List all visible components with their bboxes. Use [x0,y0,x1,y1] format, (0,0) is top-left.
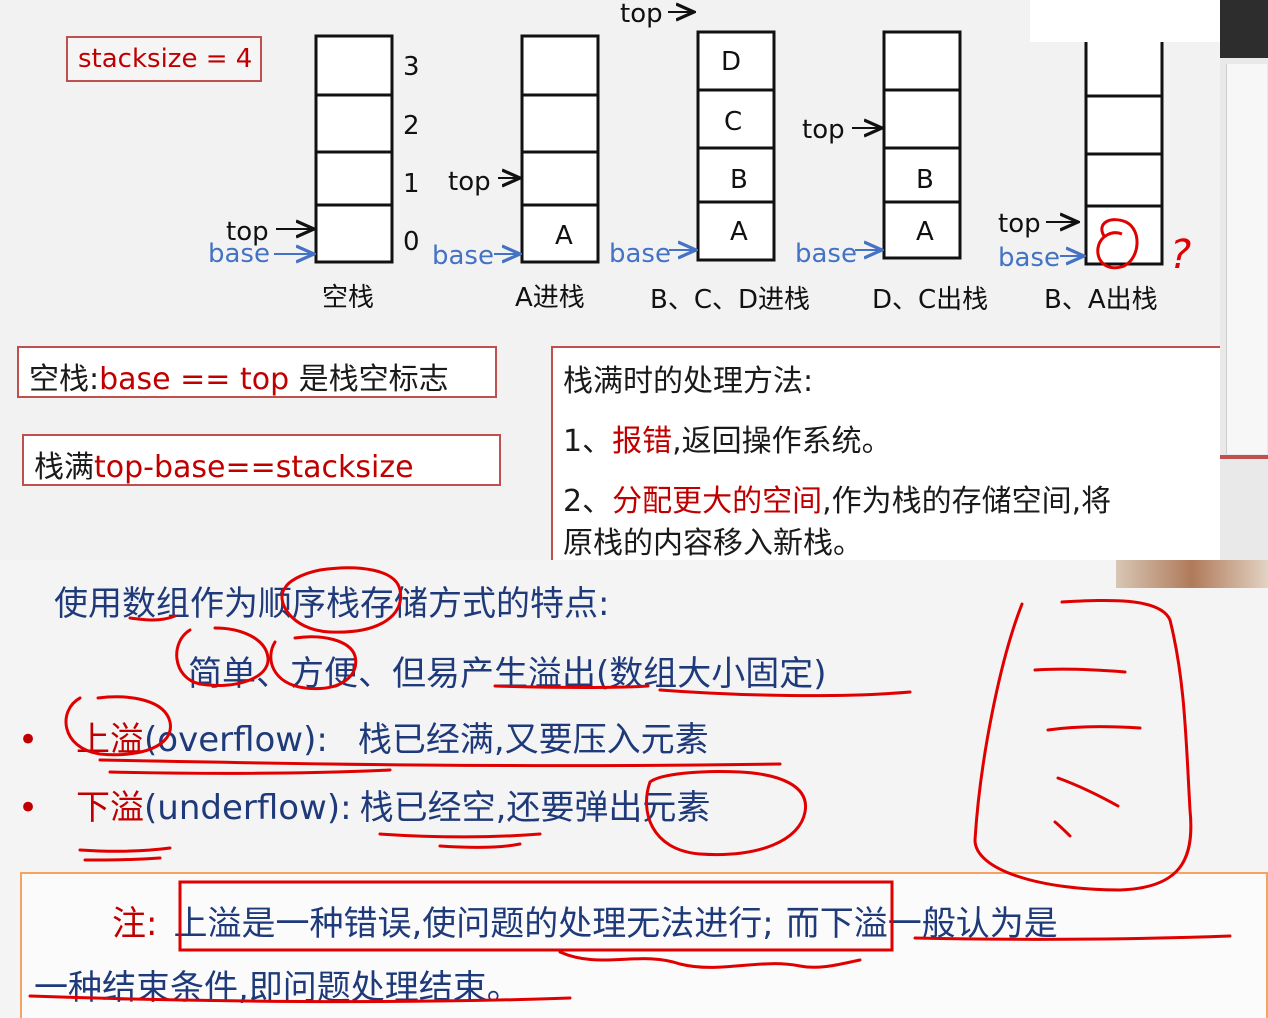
annotation-question-mark: ? [1170,232,1191,278]
bullet-dot-1: • [18,720,39,760]
ink-dash-3 [1056,776,1120,808]
ink-dash-1 [1033,667,1127,674]
top-label-dc: top [802,115,845,145]
top-label-empty: top [226,217,269,247]
ink-underline-underflow-term2 [83,856,162,862]
cell-a3: A [916,217,934,247]
top-label-ba: top [998,209,1041,239]
full-expr: top-base==stacksize [94,450,414,485]
index-3: 3 [403,52,420,82]
ink-box-note [178,880,894,952]
ink-underline-empty [378,832,542,839]
ink-circle-stack [280,566,403,634]
overflow-en: (overflow): [144,720,328,760]
item2-rest: ,作为栈的存储空间,将 [822,484,1112,519]
ink-underline-overflow-line2 [108,768,392,775]
bottom-heading: 使用数组作为顺序栈存储方式的特点: [54,584,610,624]
stacksize-label: stacksize = 4 [78,44,253,74]
ink-underline-note-line2 [28,994,572,1004]
overflow-title: 栈满时的处理方法: [563,364,814,399]
index-2: 2 [403,111,420,141]
item2-line2: 原栈的内容移入新栈。 [563,526,863,561]
ink-circle-pop-element [645,770,807,857]
empty-expr: base == top [99,362,290,397]
cell-b: B [730,165,748,195]
caption-empty: 空栈 [322,283,374,313]
base-label-empty: base [208,239,270,269]
ink-dash-4 [1053,820,1072,838]
caption-dc-pop: D、C出栈 [872,285,988,315]
annotation-circle-base [1096,218,1139,270]
handwritten-annotations [28,566,1232,1004]
item2-red: 分配更大的空间 [612,484,823,519]
cell-c: C [724,107,742,137]
stack-ba-pop [1084,38,1164,266]
ink-heading-underline-1 [128,614,177,622]
overflow-desc: 栈已经满,又要压入元素 [357,720,709,760]
side-window-strip [1220,0,1268,590]
index-0: 0 [403,227,420,257]
base-label-a: base [432,241,494,271]
item1-rest: ,返回操作系统。 [672,424,892,459]
cell-b2: B [916,165,934,195]
ink-circle-overflow [64,695,172,757]
underflow-term: 下溢 [76,788,144,828]
ink-circle-simple [175,626,270,688]
empty-prefix: 空栈: [29,362,100,397]
underflow-en: (underflow): [144,788,352,828]
stacksize-box: stacksize = 4 [66,36,262,82]
caption-ba-pop: B、A出栈 [1044,285,1158,315]
note-box: 注:上溢是一种错误,使问题的处理无法进行;而下溢一般认为是 一种结束条件,即问题… [20,872,1268,1018]
ink-circle-convenient [269,635,358,691]
ink-big-loop [973,598,1193,892]
top-label-a: top [448,167,491,197]
full-prefix: 栈满 [34,450,94,485]
caption-bcd-push: B、C、D进栈 [650,285,810,315]
empty-suffix: 是栈空标志 [289,362,449,397]
ink-underline-overflow-line [98,758,782,768]
item1-red: 报错 [612,424,673,459]
empty-condition-box: 空栈:base == top 是栈空标志 [17,346,497,398]
index-1: 1 [403,169,420,199]
ink-wave-note [558,950,862,969]
note-label: 注: [112,904,158,944]
underflow-desc: 栈已经空,还要弹出元素 [359,788,711,828]
base-label-dc: base [795,239,857,269]
stack-empty [314,34,394,264]
stack-dc-pop [882,30,962,260]
ink-underline-empty2 [438,842,522,849]
item1-num: 1、 [563,424,613,459]
caption-a-push: A进栈 [515,283,585,313]
stack-bcd-push [696,30,776,262]
bottom-slide: 使用数组作为顺序栈存储方式的特点: 简单、方便、但易产生溢出(数组大小固定) •… [0,560,1268,1018]
ink-dash-2 [1046,725,1142,732]
stack-a-push [520,34,600,264]
cell-a: A [555,221,573,251]
ink-underline-underflow-term [78,846,172,853]
stack-diagram: 3 2 1 0 top base 空栈 A top base A进栈 D C B [208,0,1191,315]
ink-underline-overflow-word [493,684,650,689]
bullet-dot-2: • [18,788,39,828]
item2-num: 2、 [563,484,613,519]
ink-underline-array-size [658,688,912,698]
note-part1: 上溢是一种错误,使问题的处理无法进行; [173,904,774,944]
base-label-ba: base [998,243,1060,273]
top-slide: stacksize = 4 3 2 1 0 top base 空栈 [17,0,1231,566]
bullet-underflow: • 下溢(underflow):栈已经空,还要弹出元素 [18,780,710,829]
overflow-handling-box: 栈满时的处理方法: 1、报错,返回操作系统。 2、分配更大的空间,作为栈的存储空… [551,346,1231,566]
ink-underline-note-part2 [913,934,1232,941]
base-label-bcd: base [609,239,671,269]
cell-a2: A [730,217,748,247]
overlay-block [1030,0,1220,42]
full-condition-box: 栈满top-base==stacksize [22,434,501,486]
webcam-thumbnail [1116,560,1268,588]
top-label-bcd: top [620,0,663,29]
bullet-overflow: •上溢(overflow):栈已经满,又要压入元素 [18,712,709,761]
cell-d: D [721,47,741,77]
